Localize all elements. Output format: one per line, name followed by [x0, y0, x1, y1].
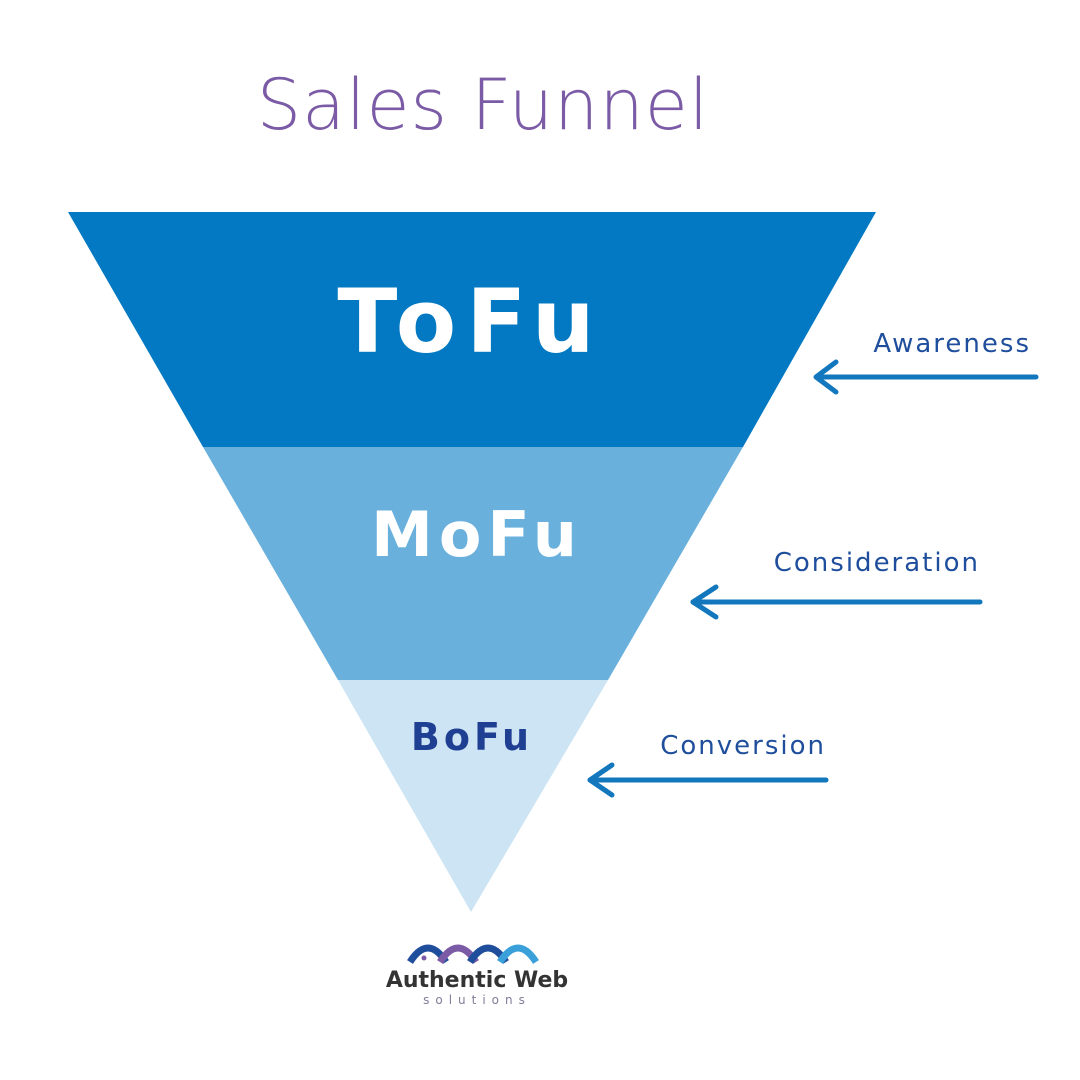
logo-wave-4: [497, 944, 539, 965]
logo-dot: [421, 955, 427, 961]
brand-tagline: solutions: [423, 993, 531, 1007]
funnel-stage-bofu: [338, 680, 608, 912]
diagram-title: Sales Funnel: [256, 64, 710, 146]
stage-label-bofu: BoFu: [411, 715, 533, 759]
stage-label-tofu: ToFu: [337, 270, 604, 373]
funnel-stage-mofu: [203, 447, 743, 680]
arrow-conversion: [587, 762, 829, 798]
brand-name: Authentic Web: [385, 968, 569, 993]
arrow-awareness: [813, 359, 1039, 395]
side-label-conversion: Conversion: [660, 731, 826, 761]
funnel-stage-tofu: [68, 212, 876, 447]
stage-label-mofu: MoFu: [371, 498, 583, 571]
brand-logo-icon: [407, 944, 539, 965]
side-label-awareness: Awareness: [873, 329, 1031, 359]
arrow-consideration: [690, 584, 983, 620]
side-label-consideration: Consideration: [774, 548, 980, 578]
